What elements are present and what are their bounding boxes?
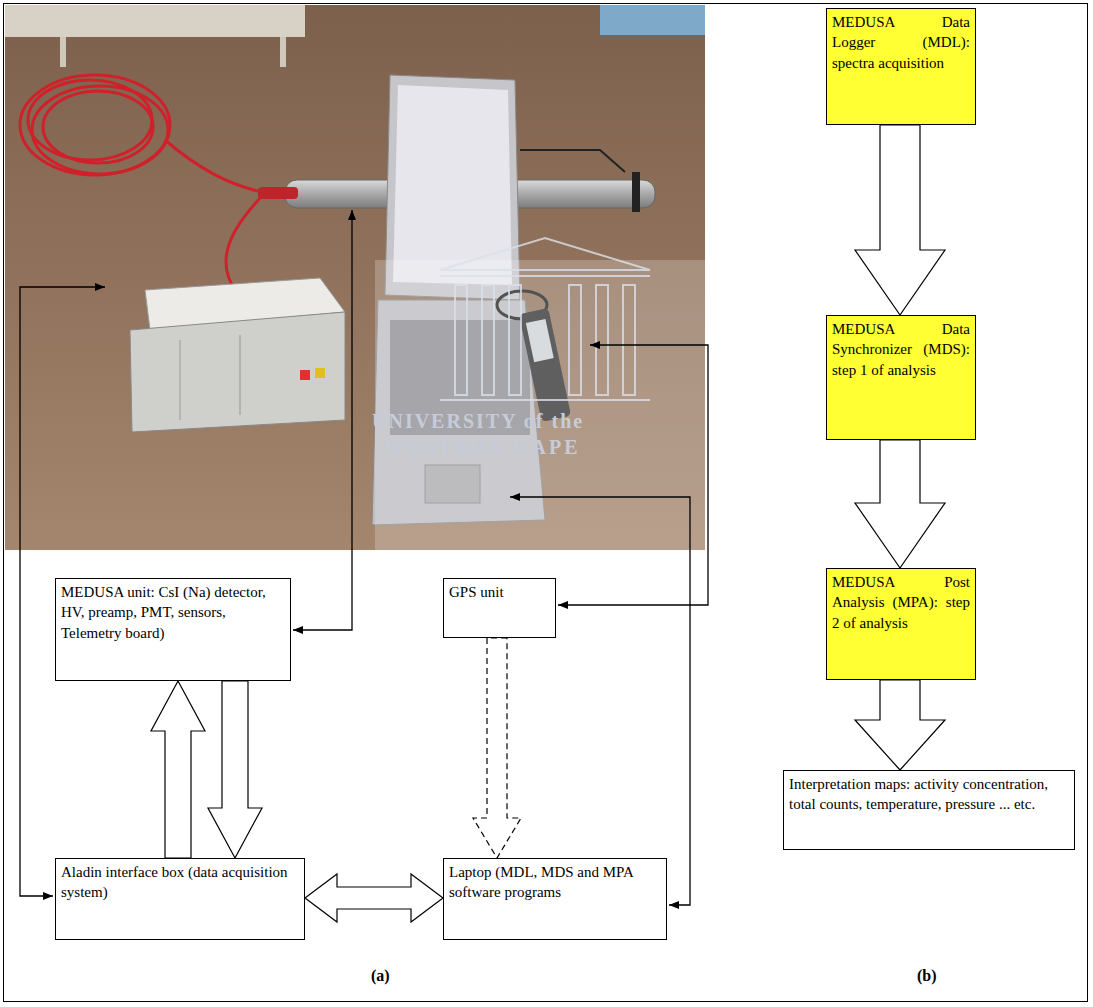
box-text: MEDUSA unit: CsI (Na) detector, HV, prea… xyxy=(61,582,285,643)
block-arrow xyxy=(151,681,205,858)
process-box: MEDUSA Post Analysis (MPA): step 2 of an… xyxy=(826,568,976,680)
process-box: MEDUSA Data Logger (MDL): spectra acquis… xyxy=(826,8,976,125)
block-arrow xyxy=(855,440,945,568)
block-arrow xyxy=(855,680,945,770)
panel-label: (a) xyxy=(371,967,390,985)
watermark-text: WESTERN CAPE xyxy=(385,436,580,459)
block-arrow xyxy=(208,681,262,858)
process-box: MEDUSA Data Synchronizer (MDS): step 1 o… xyxy=(826,315,976,440)
box-text: MEDUSA Post Analysis (MPA): step 2 of an… xyxy=(832,572,970,633)
box-text: MEDUSA Data Synchronizer (MDS): step 1 o… xyxy=(832,319,970,380)
dashed-block-arrow xyxy=(473,638,521,858)
output-box: Interpretation maps: activity concentrat… xyxy=(783,770,1075,850)
block-arrow xyxy=(855,125,945,315)
box-text: Laptop (MDL, MDS and MPA software progra… xyxy=(449,862,661,903)
box-text: MEDUSA Data Logger (MDL): spectra acquis… xyxy=(832,12,970,73)
unit-box: MEDUSA unit: CsI (Na) detector, HV, prea… xyxy=(55,578,291,681)
box-text: Aladin interface box (data acquisition s… xyxy=(61,862,299,903)
interface-box: Aladin interface box (data acquisition s… xyxy=(55,858,305,940)
watermark-text: UNIVERSITY of the xyxy=(372,410,584,433)
block-arrow xyxy=(305,874,443,922)
box-text: GPS unit xyxy=(449,582,550,602)
panel-label: (b) xyxy=(917,967,937,985)
gps-box: GPS unit xyxy=(443,578,556,638)
leader-lines xyxy=(20,210,708,905)
laptop-box: Laptop (MDL, MDS and MPA software progra… xyxy=(443,858,667,940)
box-text: Interpretation maps: activity concentrat… xyxy=(789,774,1069,815)
